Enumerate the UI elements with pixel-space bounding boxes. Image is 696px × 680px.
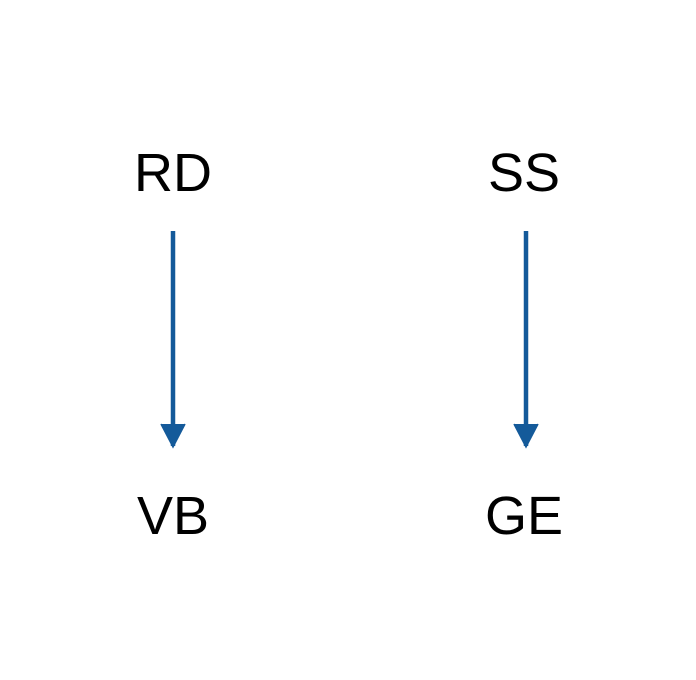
edge-rd-vb-arrowhead <box>160 423 186 449</box>
edge-ss-ge-arrowhead <box>513 423 539 449</box>
node-ss: SS <box>487 143 561 203</box>
node-ge: GE <box>484 486 564 546</box>
node-rd: RD <box>134 143 212 203</box>
edge-ss-to-ge <box>513 231 539 449</box>
node-vb: VB <box>136 486 210 546</box>
edge-rd-to-vb <box>160 231 186 449</box>
